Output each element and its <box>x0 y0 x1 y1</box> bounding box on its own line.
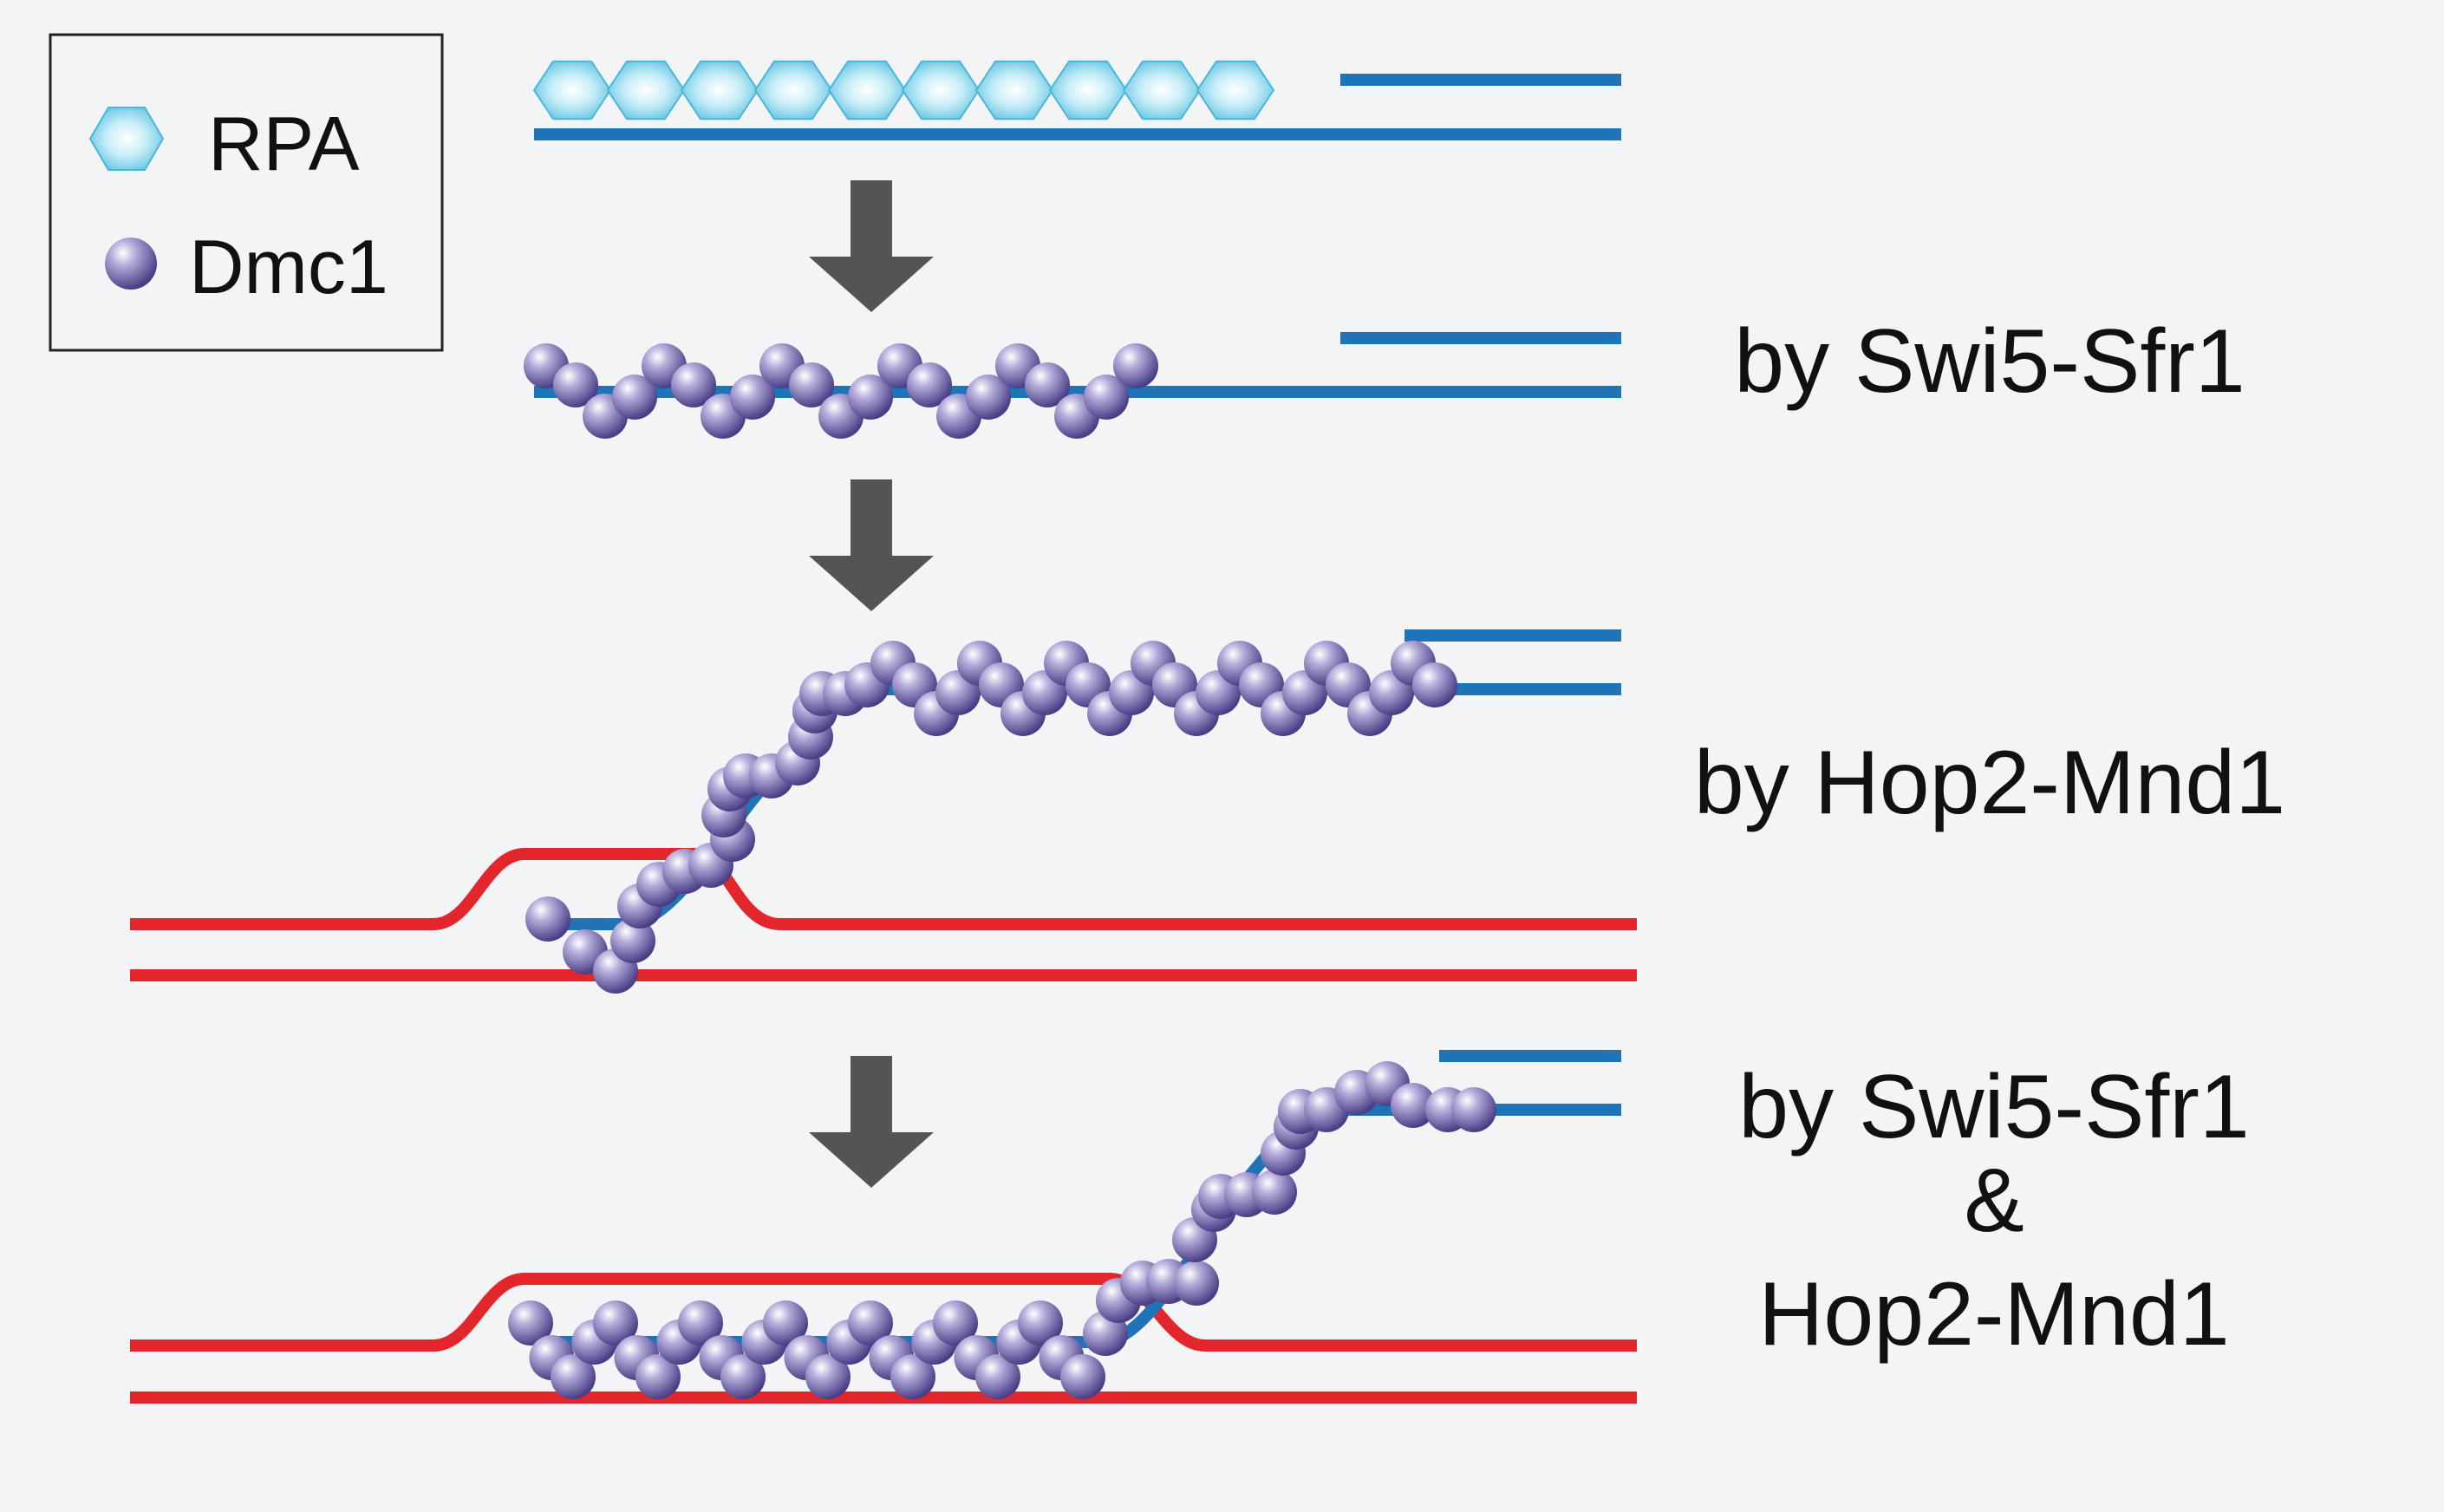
dmc1-protein-icon <box>730 375 775 420</box>
dmc1-protein-icon <box>593 1300 638 1346</box>
dmc1-protein-icon <box>612 375 657 420</box>
dmc1-protein-icon <box>610 918 655 963</box>
rpa-protein-icon <box>1196 60 1275 121</box>
legend-box: RPA Dmc1 <box>49 33 444 352</box>
rpa-protein-row <box>532 60 1275 121</box>
step-3-mediator-line1: by Swi5-Sfr1 <box>1738 1057 2250 1157</box>
rpa-protein-icon <box>753 60 833 121</box>
dmc1-protein-icon <box>1412 662 1457 707</box>
dmc1-protein-row <box>524 343 1158 439</box>
dmc1-protein-icon <box>1391 1083 1436 1128</box>
dmc1-protein-row <box>508 1061 1496 1399</box>
rpa-protein-icon <box>680 60 759 121</box>
dmc1-protein-icon <box>1084 375 1129 420</box>
rpa-protein-icon <box>1048 60 1128 121</box>
step-1-mediator-label: by Swi5-Sfr1 <box>1734 311 2245 412</box>
dmc1-protein-icon <box>848 375 893 420</box>
stage-strand-invasion <box>130 629 1637 994</box>
dmc1-protein-icon <box>678 1300 723 1346</box>
dmc1-protein-icon <box>525 896 570 942</box>
step-2-mediator-label: by Hop2-Mnd1 <box>1694 733 2285 833</box>
down-arrow-icon <box>809 180 934 312</box>
dmc1-protein-icon <box>553 362 598 407</box>
dmc1-protein-icon <box>551 1354 596 1399</box>
dmc1-protein-icon <box>763 1300 808 1346</box>
dmc1-protein-icon <box>907 362 952 407</box>
dmc1-protein-icon <box>975 1354 1020 1399</box>
rpa-protein-icon <box>974 60 1054 121</box>
dmc1-protein-icon <box>1451 1087 1496 1132</box>
stage-rpa-filament <box>532 60 1621 140</box>
dmc1-protein-icon <box>933 1300 978 1346</box>
rpa-protein-icon <box>606 60 686 121</box>
rpa-legend-icon <box>88 107 165 171</box>
dmc1-legend-label: Dmc1 <box>189 224 388 310</box>
stage-dmc1-filament <box>524 332 1621 439</box>
step-3-mediator-label: by Swi5-Sfr1 & Hop2-Mnd1 <box>1738 1057 2250 1365</box>
dmc1-protein-icon <box>1113 343 1158 388</box>
rpa-protein-icon <box>532 60 612 121</box>
dmc1-protein-icon <box>1018 1300 1063 1346</box>
dmc1-protein-icon <box>805 1354 851 1399</box>
dmc1-protein-icon <box>1025 362 1070 407</box>
dmc1-protein-icon <box>1174 1261 1219 1306</box>
step-3-mediator-line2: Hop2-Mnd1 <box>1758 1264 2229 1365</box>
dmc1-protein-icon <box>789 362 834 407</box>
dmc1-protein-icon <box>671 362 716 407</box>
step-3-connector: & <box>1964 1150 2024 1251</box>
dmc1-protein-icon <box>635 1354 681 1399</box>
dmc1-protein-icon <box>720 1354 766 1399</box>
down-arrow-icon <box>809 479 934 611</box>
rpa-protein-icon <box>827 60 907 121</box>
dmc1-protein-icon <box>1252 1170 1297 1215</box>
homologous-dsdna-top-strand <box>130 848 1637 930</box>
dmc1-protein-icon <box>1060 1354 1105 1399</box>
dmc1-legend-icon <box>105 238 157 290</box>
stage-dloop-extension <box>130 1050 1637 1404</box>
dmc1-protein-row <box>525 641 1457 994</box>
dmc1-protein-icon <box>848 1300 893 1346</box>
dmc1-protein-icon <box>966 375 1011 420</box>
rpa-protein-icon <box>1122 60 1202 121</box>
rpa-protein-icon <box>901 60 981 121</box>
down-arrow-icon <box>809 1056 934 1188</box>
rpa-legend-label: RPA <box>208 101 360 186</box>
homologous-dsdna-top-strand <box>130 1273 1637 1352</box>
dmc1-protein-icon <box>508 1300 553 1346</box>
dmc1-protein-icon <box>890 1354 935 1399</box>
